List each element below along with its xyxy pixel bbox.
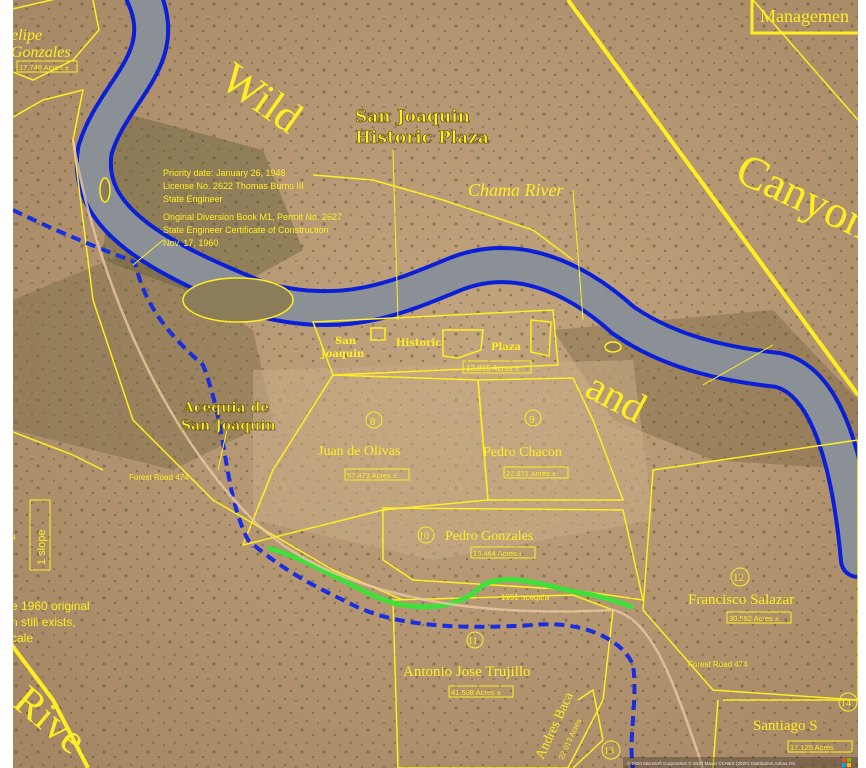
svg-text:Francisco Salazar: Francisco Salazar [688,592,794,608]
slope-label-text: 1 slope [36,530,48,565]
annotation-line: State Engineer [163,194,223,204]
parcel-8: 8 Juan de Olivas 57.473 Acres ± [318,411,410,481]
svg-text:9: 9 [529,414,535,426]
svg-text:13: 13 [604,746,614,757]
svg-text:57.473 Acres ±: 57.473 Acres ± [347,471,397,480]
attribution-bg [623,757,858,768]
svg-text:11: 11 [468,636,478,647]
parcel-9: 9 Pedro Chacon 22.871 Acres ± [483,409,569,479]
svg-text:18.464 Acres ±: 18.464 Acres ± [473,549,523,558]
wilderness-boundary [13,0,858,768]
svg-text:10: 10 [419,531,429,542]
parcel-14: 14 Santiago S 17.125 Acres [753,692,858,753]
acequia-original-dashed [13,208,637,768]
boundary-left-edge [13,431,104,471]
boundary-canyon-line-2 [752,0,858,121]
acequia-annotation: Priority date: January 26, 1948 License … [163,168,342,248]
svg-text:Pedro Chacon: Pedro Chacon [483,445,562,460]
plaza-acres: 12.815 Acres ± [466,364,520,373]
boundary-plaza [311,309,559,376]
plaza-inner-san: San [335,336,357,347]
forest-road-label-right: Forest Road 474 [688,660,748,669]
parcel-felipe-gonzales: elipe Gonzales 17.748 Acres ± [13,27,78,73]
svg-text:Gonzales: Gonzales [13,44,71,61]
management-label: Managemen [760,6,849,26]
parcel-11: 11 Antonio Jose Trujillo 41.508 Acres ± [403,631,531,698]
boundary-pedro-chacon [477,377,625,501]
river-island [604,341,622,353]
annotation-line: State Engineer Certificate of Constructi… [163,225,329,235]
river-island [99,177,111,203]
microsoft-logo-icon [842,758,851,767]
boundary-felipe-gonzales [13,0,100,81]
plaza-title-line1: San Joaquin [355,107,470,127]
left-note: e 1960 original n still exists, cale [13,599,90,645]
leader-lines [132,149,774,471]
river-island [182,277,294,323]
boundary-francisco-salazar [642,439,858,701]
plaza-inner-joaquin: Joaquin [320,349,365,360]
plaza-structures [370,319,552,359]
boundary-road-north [312,174,574,261]
left-note-line: e 1960 original [13,599,90,613]
parcel-12: 12 Francisco Salazar 30.592 Acres ± [688,567,794,624]
acequia-title-line1: Acequia de [182,400,269,416]
svg-text:17.748 Acres ±: 17.748 Acres ± [19,63,69,72]
svg-text:12: 12 [733,572,744,584]
svg-text:Santiago S: Santiago S [753,718,818,734]
svg-text:14: 14 [841,698,851,709]
acequia-1951-label: 1951 acequia [501,593,550,602]
terrain-dark-patch [553,310,858,470]
svg-text:Antonio Jose Trujillo: Antonio Jose Trujillo [403,664,531,680]
boundary-antonio-jose-trujillo [392,594,614,768]
map-view[interactable]: Wild Canyon and Rive Managemen San Joaqu… [13,0,858,768]
svg-text:22.871 Acres ±: 22.871 Acres ± [506,469,556,478]
forest-road-474 [71,139,705,768]
annotation-line: License No. 2622 Thomas Burns III [163,181,304,191]
slope-label-value: 2' [13,532,18,540]
map-attribution: © 2020 Microsoft Corporation © 2020 Maxa… [627,760,795,766]
boundary-santiago [712,699,858,768]
svg-text:8: 8 [370,416,376,428]
plaza-inner-historic: Historic [396,338,441,349]
left-note-line: n still exists, [13,615,76,629]
plaza-inner-plaza: Plaza [491,342,521,353]
chama-river-label: Chama River [468,180,564,200]
boundary-andres-baca [572,688,604,768]
annotation-line: Nov. 17, 1960 [163,238,218,248]
annotation-line: Priority date: January 26, 1948 [163,168,286,178]
boundary-northwest [13,88,404,601]
acequia-1951 [267,545,635,611]
left-note-line: cale [13,631,33,645]
satellite-map[interactable]: Wild Canyon and Rive Managemen San Joaqu… [13,0,858,768]
svg-text:Juan de Olivas: Juan de Olivas [318,444,400,459]
svg-text:17.125 Acres: 17.125 Acres [790,743,834,752]
acequia-title-line2: San Joaquin [181,418,276,434]
forest-road-label-left: Forest Road 474 [129,473,189,482]
svg-text:41.508 Acres ±: 41.508 Acres ± [451,688,501,697]
slope-box [29,499,51,571]
svg-text:elipe: elipe [13,27,42,44]
svg-text:30.592 Acres ±: 30.592 Acres ± [729,614,779,623]
svg-text:Pedro Gonzales: Pedro Gonzales [445,529,533,544]
parcel-10: 10 Pedro Gonzales 18.464 Acres ± [417,526,536,559]
plaza-title-line2: Historic Plaza [355,128,489,148]
annotation-line: Original Diversion Book M1, Permit No. 2… [163,212,342,222]
chama-river-water [78,0,858,575]
plaza-acres-box [462,360,532,374]
management-box [750,0,858,35]
